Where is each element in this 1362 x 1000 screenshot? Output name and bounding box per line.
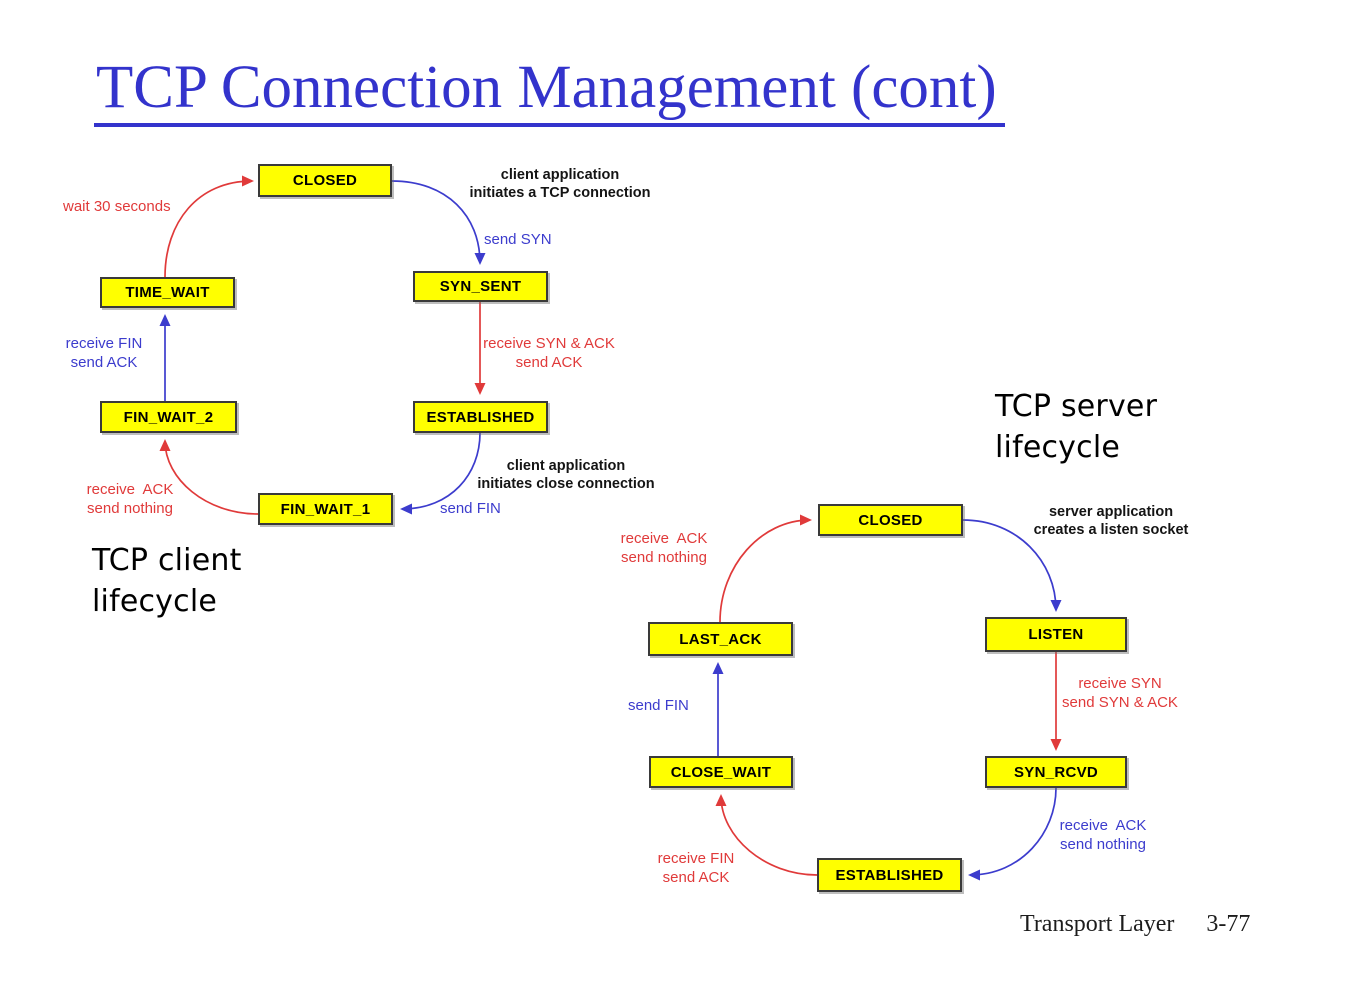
server-label-send-fin: send FIN [628, 697, 689, 714]
slide-title: TCP Connection Management (cont) [94, 55, 1005, 128]
server-state-listen: LISTEN [985, 617, 1127, 652]
server-state-established: ESTABLISHED [817, 858, 962, 892]
client-label-wait-30-seconds: wait 30 seconds [63, 198, 171, 215]
server-state-close-wait: CLOSE_WAIT [649, 756, 793, 788]
arrow-synrcvd-to-established [968, 787, 1057, 881]
footer-page-number: 3-77 [1206, 911, 1251, 937]
client-state-syn-sent: SYN_SENT [413, 271, 548, 302]
client-label-open-app: client application initiates a TCP conne… [469, 167, 651, 201]
arrow-closed-to-listen [962, 519, 1062, 612]
client-label-send-syn: send SYN [484, 231, 552, 248]
client-label-recv-syn-ack: receive SYN & ACK send ACK [483, 335, 615, 371]
client-state-fin-wait-1: FIN_WAIT_1 [258, 493, 393, 525]
client-label-close-app: client application initiates close conne… [477, 458, 655, 492]
server-label-recv-syn: receive SYN send SYN & ACK [1062, 675, 1178, 711]
server-label-last-recv-ack: receive ACK send nothing [620, 530, 708, 566]
server-label-recv-fin: receive FIN send ACK [657, 850, 735, 886]
arrow-timewait-to-closed [164, 175, 254, 278]
client-label-recv-ack: receive ACK send nothing [86, 481, 174, 517]
arrow-lastack-to-closed [719, 514, 812, 623]
arrow-established-to-finwait1 [400, 432, 481, 515]
server-state-closed: CLOSED [818, 504, 963, 536]
client-label-recv-fin: receive FIN send ACK [65, 335, 143, 371]
client-label-send-fin: send FIN [440, 500, 501, 517]
footer: Transport Layer 3-77 [1020, 911, 1250, 938]
server-label-recv-ack: receive ACK send nothing [1059, 817, 1147, 853]
arrow-closed-to-synsent [391, 180, 486, 265]
client-state-fin-wait-2: FIN_WAIT_2 [100, 401, 237, 433]
arrow-established-to-closewait [715, 794, 818, 876]
client-state-established: ESTABLISHED [413, 401, 548, 433]
footer-section-label: Transport Layer [1020, 911, 1175, 937]
client-lifecycle-caption: TCP client lifecycle [92, 543, 242, 619]
arrow-finwait1-to-finwait2 [159, 439, 259, 515]
server-state-last-ack: LAST_ACK [648, 622, 793, 656]
server-lifecycle-caption: TCP server lifecycle [995, 389, 1158, 465]
client-state-time-wait: TIME_WAIT [100, 277, 235, 308]
server-state-syn-rcvd: SYN_RCVD [985, 756, 1127, 788]
server-label-create-socket: server application creates a listen sock… [1033, 504, 1189, 538]
client-state-closed: CLOSED [258, 164, 392, 197]
